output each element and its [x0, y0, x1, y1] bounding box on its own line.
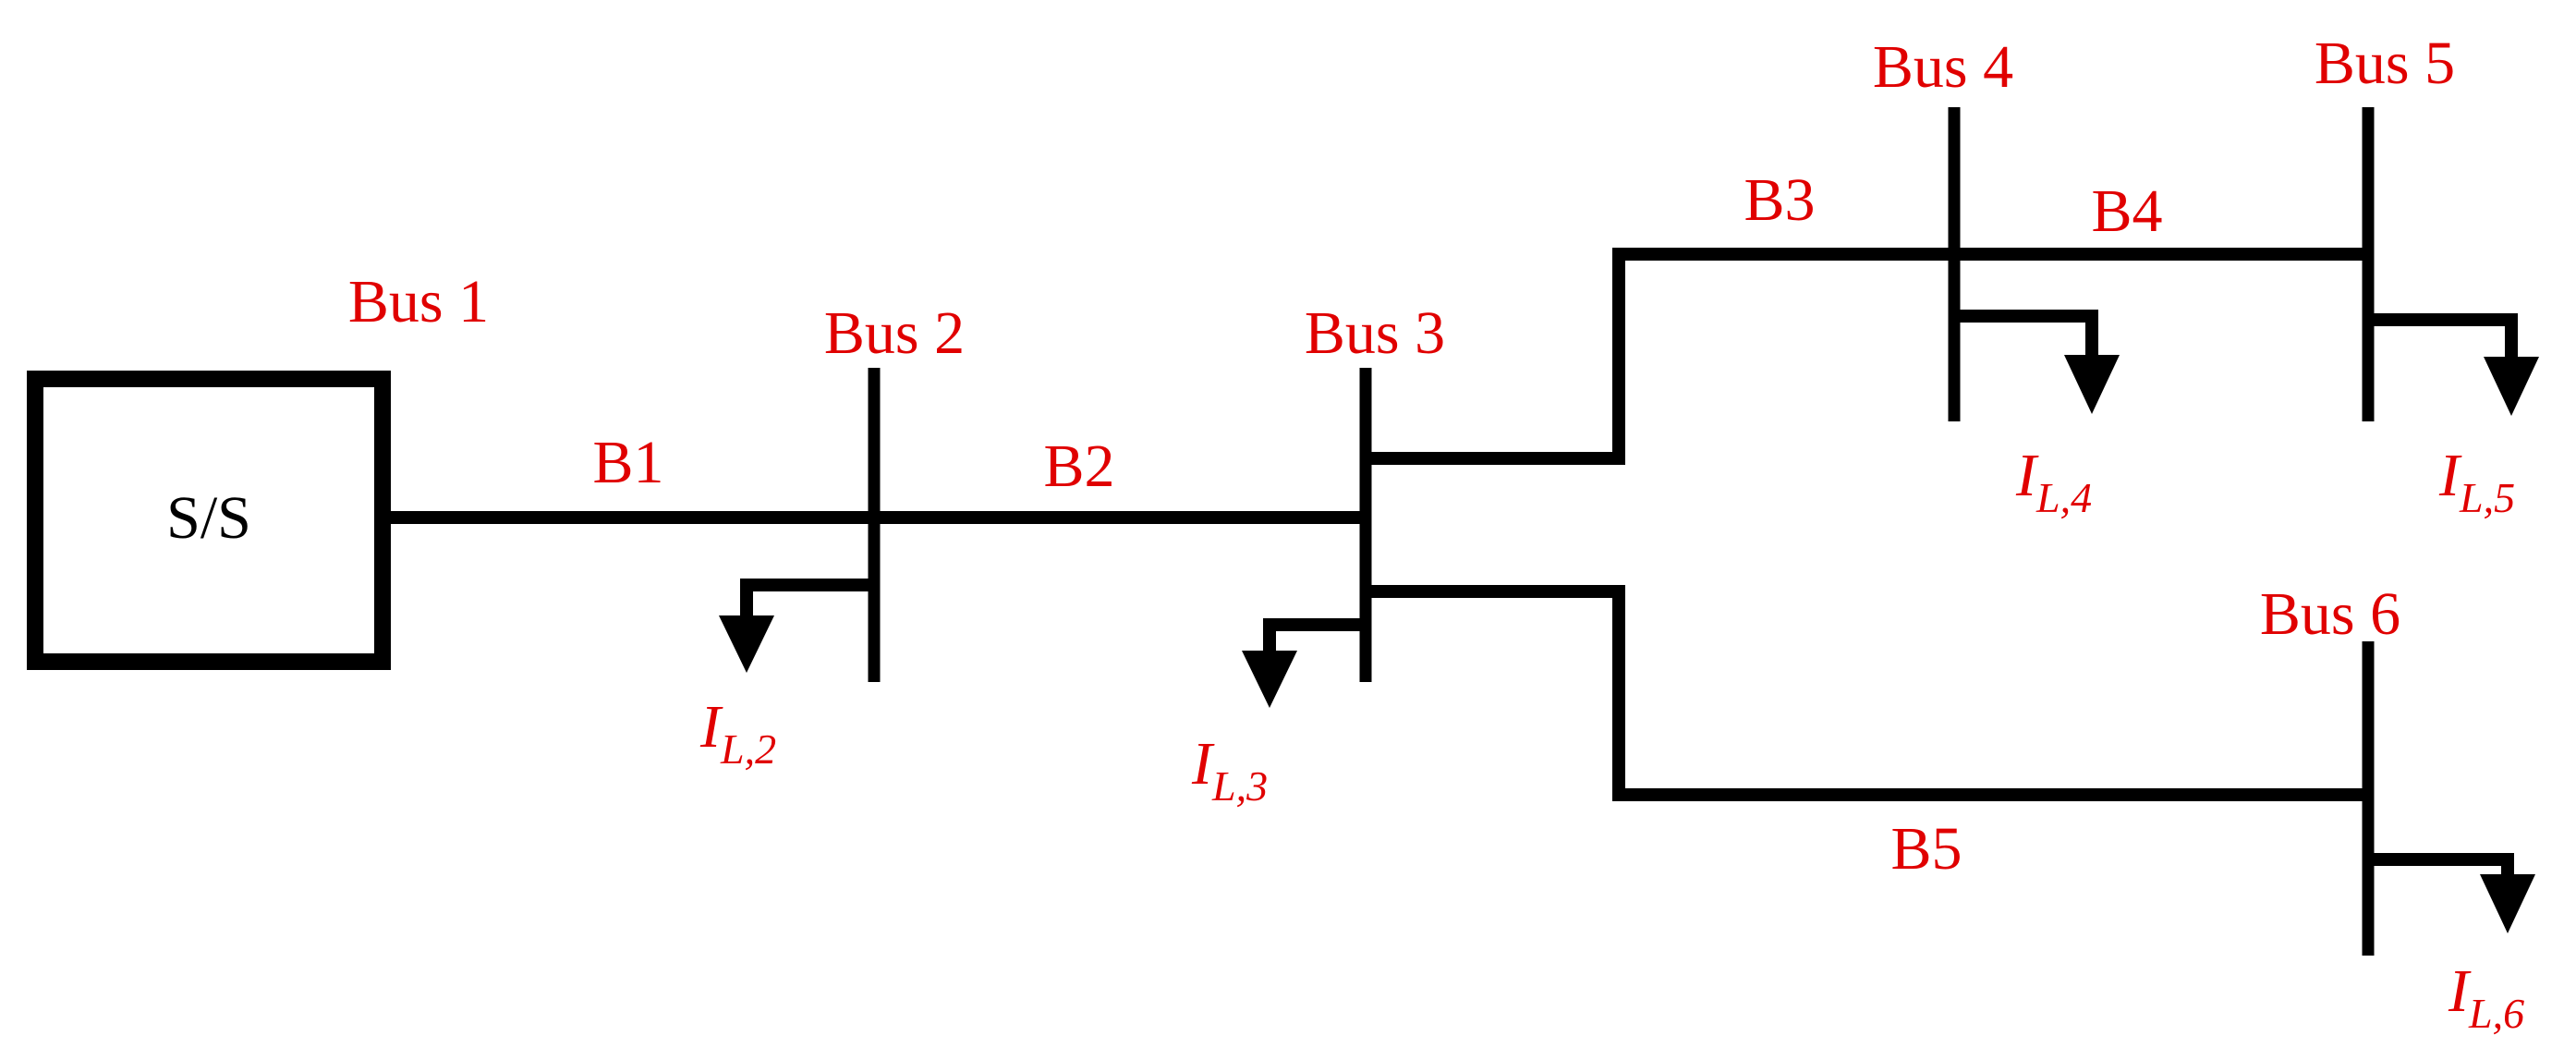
load-il5-subscript: L,5 — [2459, 474, 2515, 521]
branch-b5-label: B5 — [1890, 815, 1962, 883]
load-il4-label: IL,4 — [2015, 442, 2092, 521]
branch-b5-line — [1366, 585, 2368, 801]
load-il3-arrow — [1242, 651, 1297, 708]
load-il6-arrow — [2480, 874, 2535, 933]
bus-1-label: Bus 1 — [348, 268, 489, 335]
load-il4-subscript: L,4 — [2035, 474, 2092, 521]
load-il2-symbol: I — [699, 693, 723, 761]
load-il4-tap — [1954, 310, 2098, 359]
bus-2-label: Bus 2 — [824, 299, 965, 367]
load-il3-tap — [1263, 618, 1366, 654]
load-il4-arrow — [2064, 355, 2120, 414]
load-il3-symbol: I — [1191, 730, 1215, 798]
load-il6-symbol: I — [2448, 957, 2472, 1025]
load-il2-label: IL,2 — [699, 693, 776, 773]
load-il3-subscript: L,3 — [1211, 762, 1268, 810]
substation-label: S/S — [166, 484, 251, 552]
load-il3-label: IL,3 — [1191, 730, 1268, 810]
bus-6-label: Bus 6 — [2260, 580, 2400, 648]
load-il6-tap — [2368, 853, 2514, 878]
branch-b2-label: B2 — [1043, 433, 1114, 500]
load-il5-symbol: I — [2438, 442, 2462, 509]
load-il4-symbol: I — [2015, 442, 2039, 509]
bus-5-label: Bus 5 — [2315, 30, 2455, 97]
load-il5-label: IL,5 — [2438, 442, 2515, 521]
branch-b3-label: B3 — [1744, 166, 1815, 234]
load-il6-label: IL,6 — [2448, 957, 2524, 1037]
load-il5-tap — [2368, 313, 2518, 360]
branch-b4-label: B4 — [2091, 177, 2162, 245]
branch-b3-b4-line — [1366, 248, 2368, 465]
load-il2-arrow — [719, 615, 774, 673]
load-il2-subscript: L,2 — [720, 725, 776, 773]
load-il5-arrow — [2484, 357, 2539, 416]
branch-b1-label: B1 — [592, 429, 663, 496]
load-il6-subscript: L,6 — [2468, 990, 2524, 1037]
load-il2-tap — [740, 579, 874, 619]
bus-3-label: Bus 3 — [1305, 299, 1445, 367]
bus-4-label: Bus 4 — [1873, 33, 2013, 101]
